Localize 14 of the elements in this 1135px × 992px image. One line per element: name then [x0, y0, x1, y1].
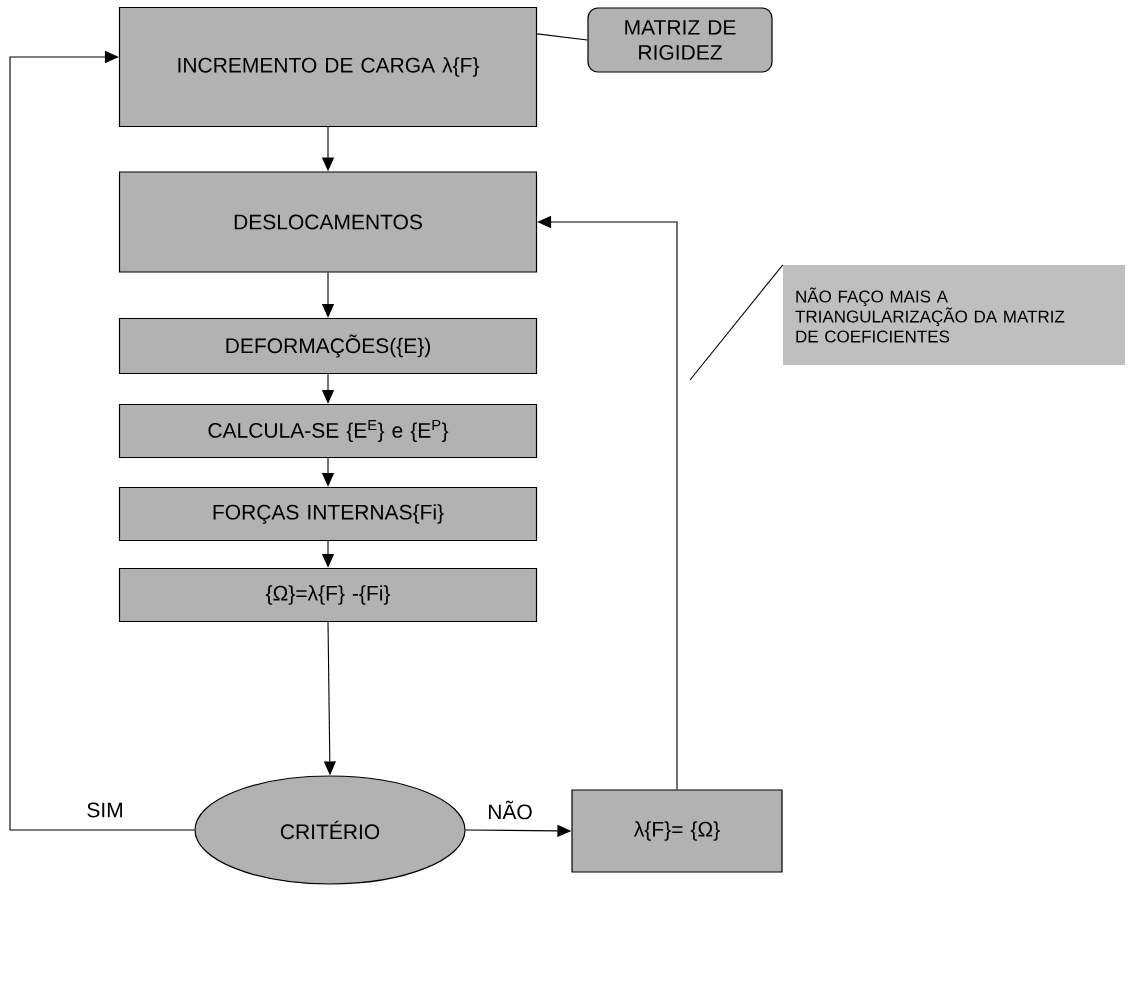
connector-line [536, 33, 588, 41]
edge-label: SIM [87, 802, 122, 818]
process-box: λ{F}= {Ω} [571, 789, 783, 873]
note-box: NÃO FAÇO MAIS A TRIANGULARIZAÇÃO DA MATRIZ DE COEFICIENTES [783, 265, 1125, 365]
process-box: {Ω}=λ{F} -{Fi} [118, 567, 538, 623]
process-box: CALCULA-SE {E$^{E}$} e {E$^{P}$} [118, 403, 538, 459]
rounded-box: MATRIZ DE RIGIDEZ [587, 7, 773, 73]
leader-line [689, 264, 784, 381]
process-box: DESLOCAMENTOS [118, 171, 538, 273]
process-box: INCREMENTO DE CARGA λ{F} [118, 6, 538, 128]
edge-label: NÃO [489, 800, 532, 820]
arrow [9, 50, 195, 831]
process-box: FORÇAS INTERNAS{Fi} [118, 486, 538, 542]
process-box: DEFORMAÇÕES({E}) [118, 317, 538, 375]
